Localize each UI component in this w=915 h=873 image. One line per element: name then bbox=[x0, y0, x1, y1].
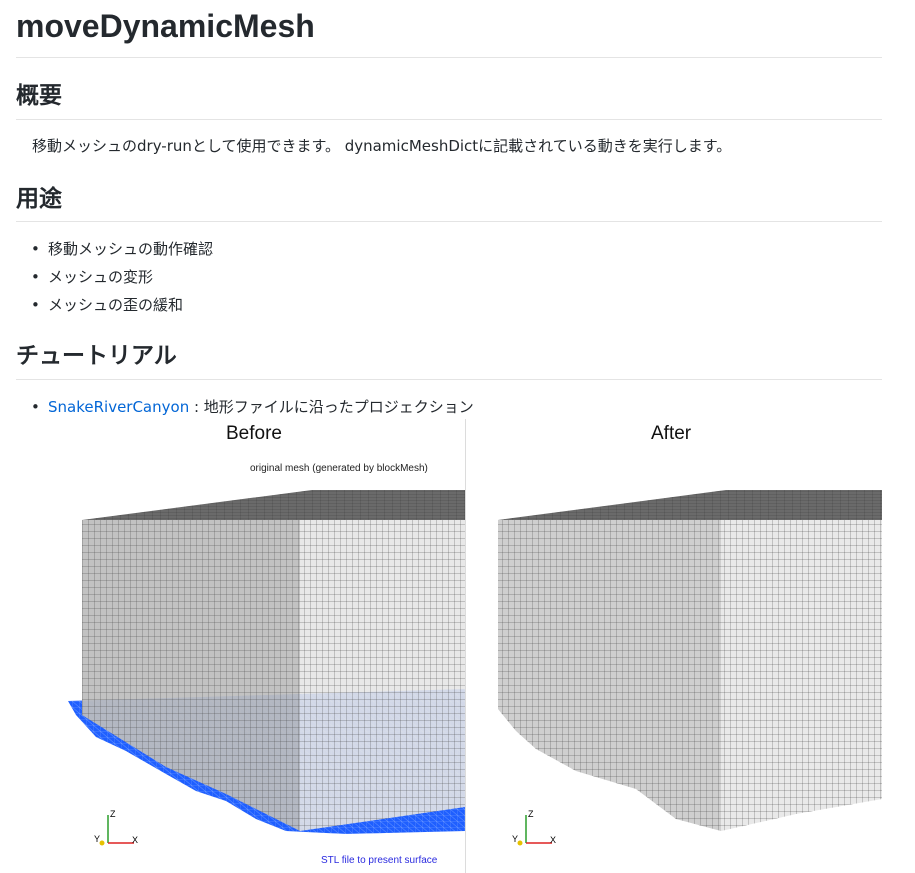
list-item: メッシュの変形 bbox=[16, 263, 213, 291]
tutorial-heading: チュートリアル bbox=[16, 343, 177, 369]
page-title: moveDynamicMesh bbox=[16, 8, 315, 44]
overview-divider bbox=[16, 119, 882, 120]
axis-y-label-after: Y bbox=[512, 834, 518, 844]
snake-river-canyon-link[interactable]: SnakeRiverCanyon bbox=[48, 398, 190, 416]
before-label: Before bbox=[226, 423, 282, 444]
before-after-figure: Before After original mesh (generated by… bbox=[16, 419, 882, 873]
tutorial-list: SnakeRiverCanyon : 地形ファイルに沿ったプロジェクション bbox=[16, 393, 474, 421]
before-mesh: Z Y X bbox=[68, 490, 465, 846]
list-item: メッシュの歪の緩和 bbox=[16, 291, 213, 319]
list-item: SnakeRiverCanyon : 地形ファイルに沿ったプロジェクション bbox=[16, 393, 474, 421]
list-item: 移動メッシュの動作確認 bbox=[16, 235, 213, 263]
tutorial-divider bbox=[16, 379, 882, 380]
original-mesh-note: original mesh (generated by blockMesh) bbox=[250, 463, 428, 474]
axes-triad-after: Z Y X bbox=[512, 809, 556, 846]
panel-divider bbox=[465, 419, 466, 873]
usage-heading: 用途 bbox=[16, 186, 62, 212]
overview-heading: 概要 bbox=[16, 83, 62, 109]
axis-x-label-after: X bbox=[550, 835, 556, 845]
mesh-render: Z Y X Z Y X bbox=[68, 490, 882, 846]
after-mesh: Z Y X bbox=[498, 490, 882, 846]
axis-z-label-after: Z bbox=[528, 809, 534, 819]
stl-note: STL file to present surface bbox=[321, 855, 438, 866]
axis-y-label: Y bbox=[94, 834, 100, 844]
tutorial-link-description: : 地形ファイルに沿ったプロジェクション bbox=[189, 398, 474, 416]
usage-list: 移動メッシュの動作確認 メッシュの変形 メッシュの歪の緩和 bbox=[16, 235, 213, 319]
title-divider bbox=[16, 57, 882, 58]
after-label: After bbox=[651, 423, 692, 444]
overview-text: 移動メッシュのdry-runとして使用できます。 dynamicMeshDict… bbox=[32, 137, 732, 155]
usage-divider bbox=[16, 221, 882, 222]
axis-z-label: Z bbox=[110, 809, 116, 819]
axis-x-label: X bbox=[132, 835, 138, 845]
axes-triad-before: Z Y X bbox=[94, 809, 138, 846]
